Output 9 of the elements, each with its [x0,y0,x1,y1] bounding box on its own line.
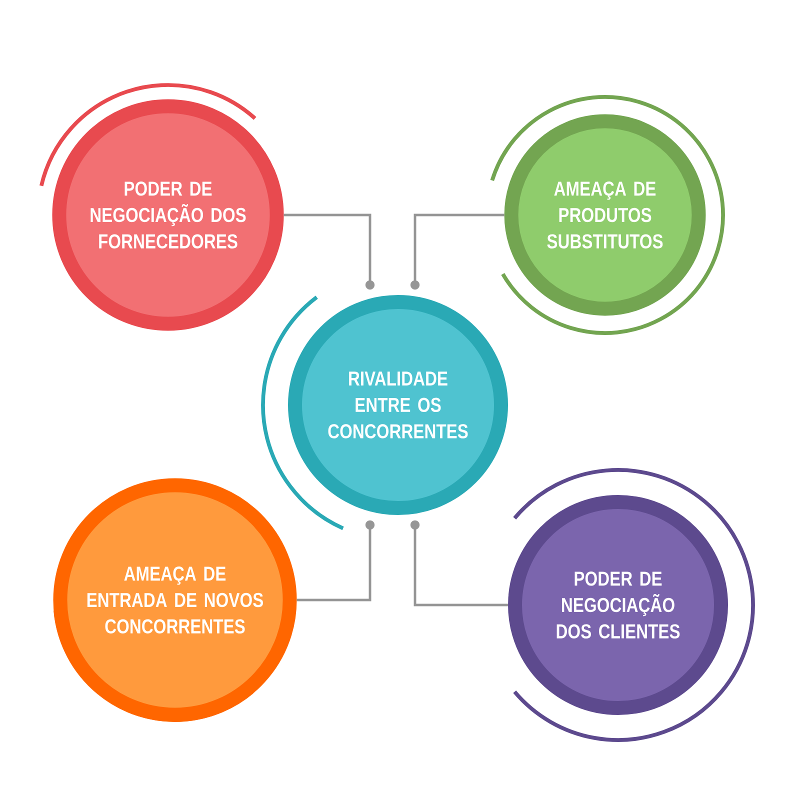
connector-line [410,520,508,606]
circle-node: RIVALIDADE ENTRE OS CONCORRENTES [288,295,508,515]
circle-node: PODER DE NEGOCIAÇÃO DOS CLIENTES [508,495,728,715]
connector-line [296,520,375,602]
circle-node: AMEAÇA DE PRODUTOS SUBSTITUTOS [504,114,706,316]
circle-node: PODER DE NEGOCIAÇÃO DOS FORNECEDORES [52,99,284,331]
connector-line [410,214,504,290]
circle-node: AMEAÇA DE ENTRADA DE NOVOS CONCORRENTES [53,478,297,722]
connector-line [284,214,375,290]
